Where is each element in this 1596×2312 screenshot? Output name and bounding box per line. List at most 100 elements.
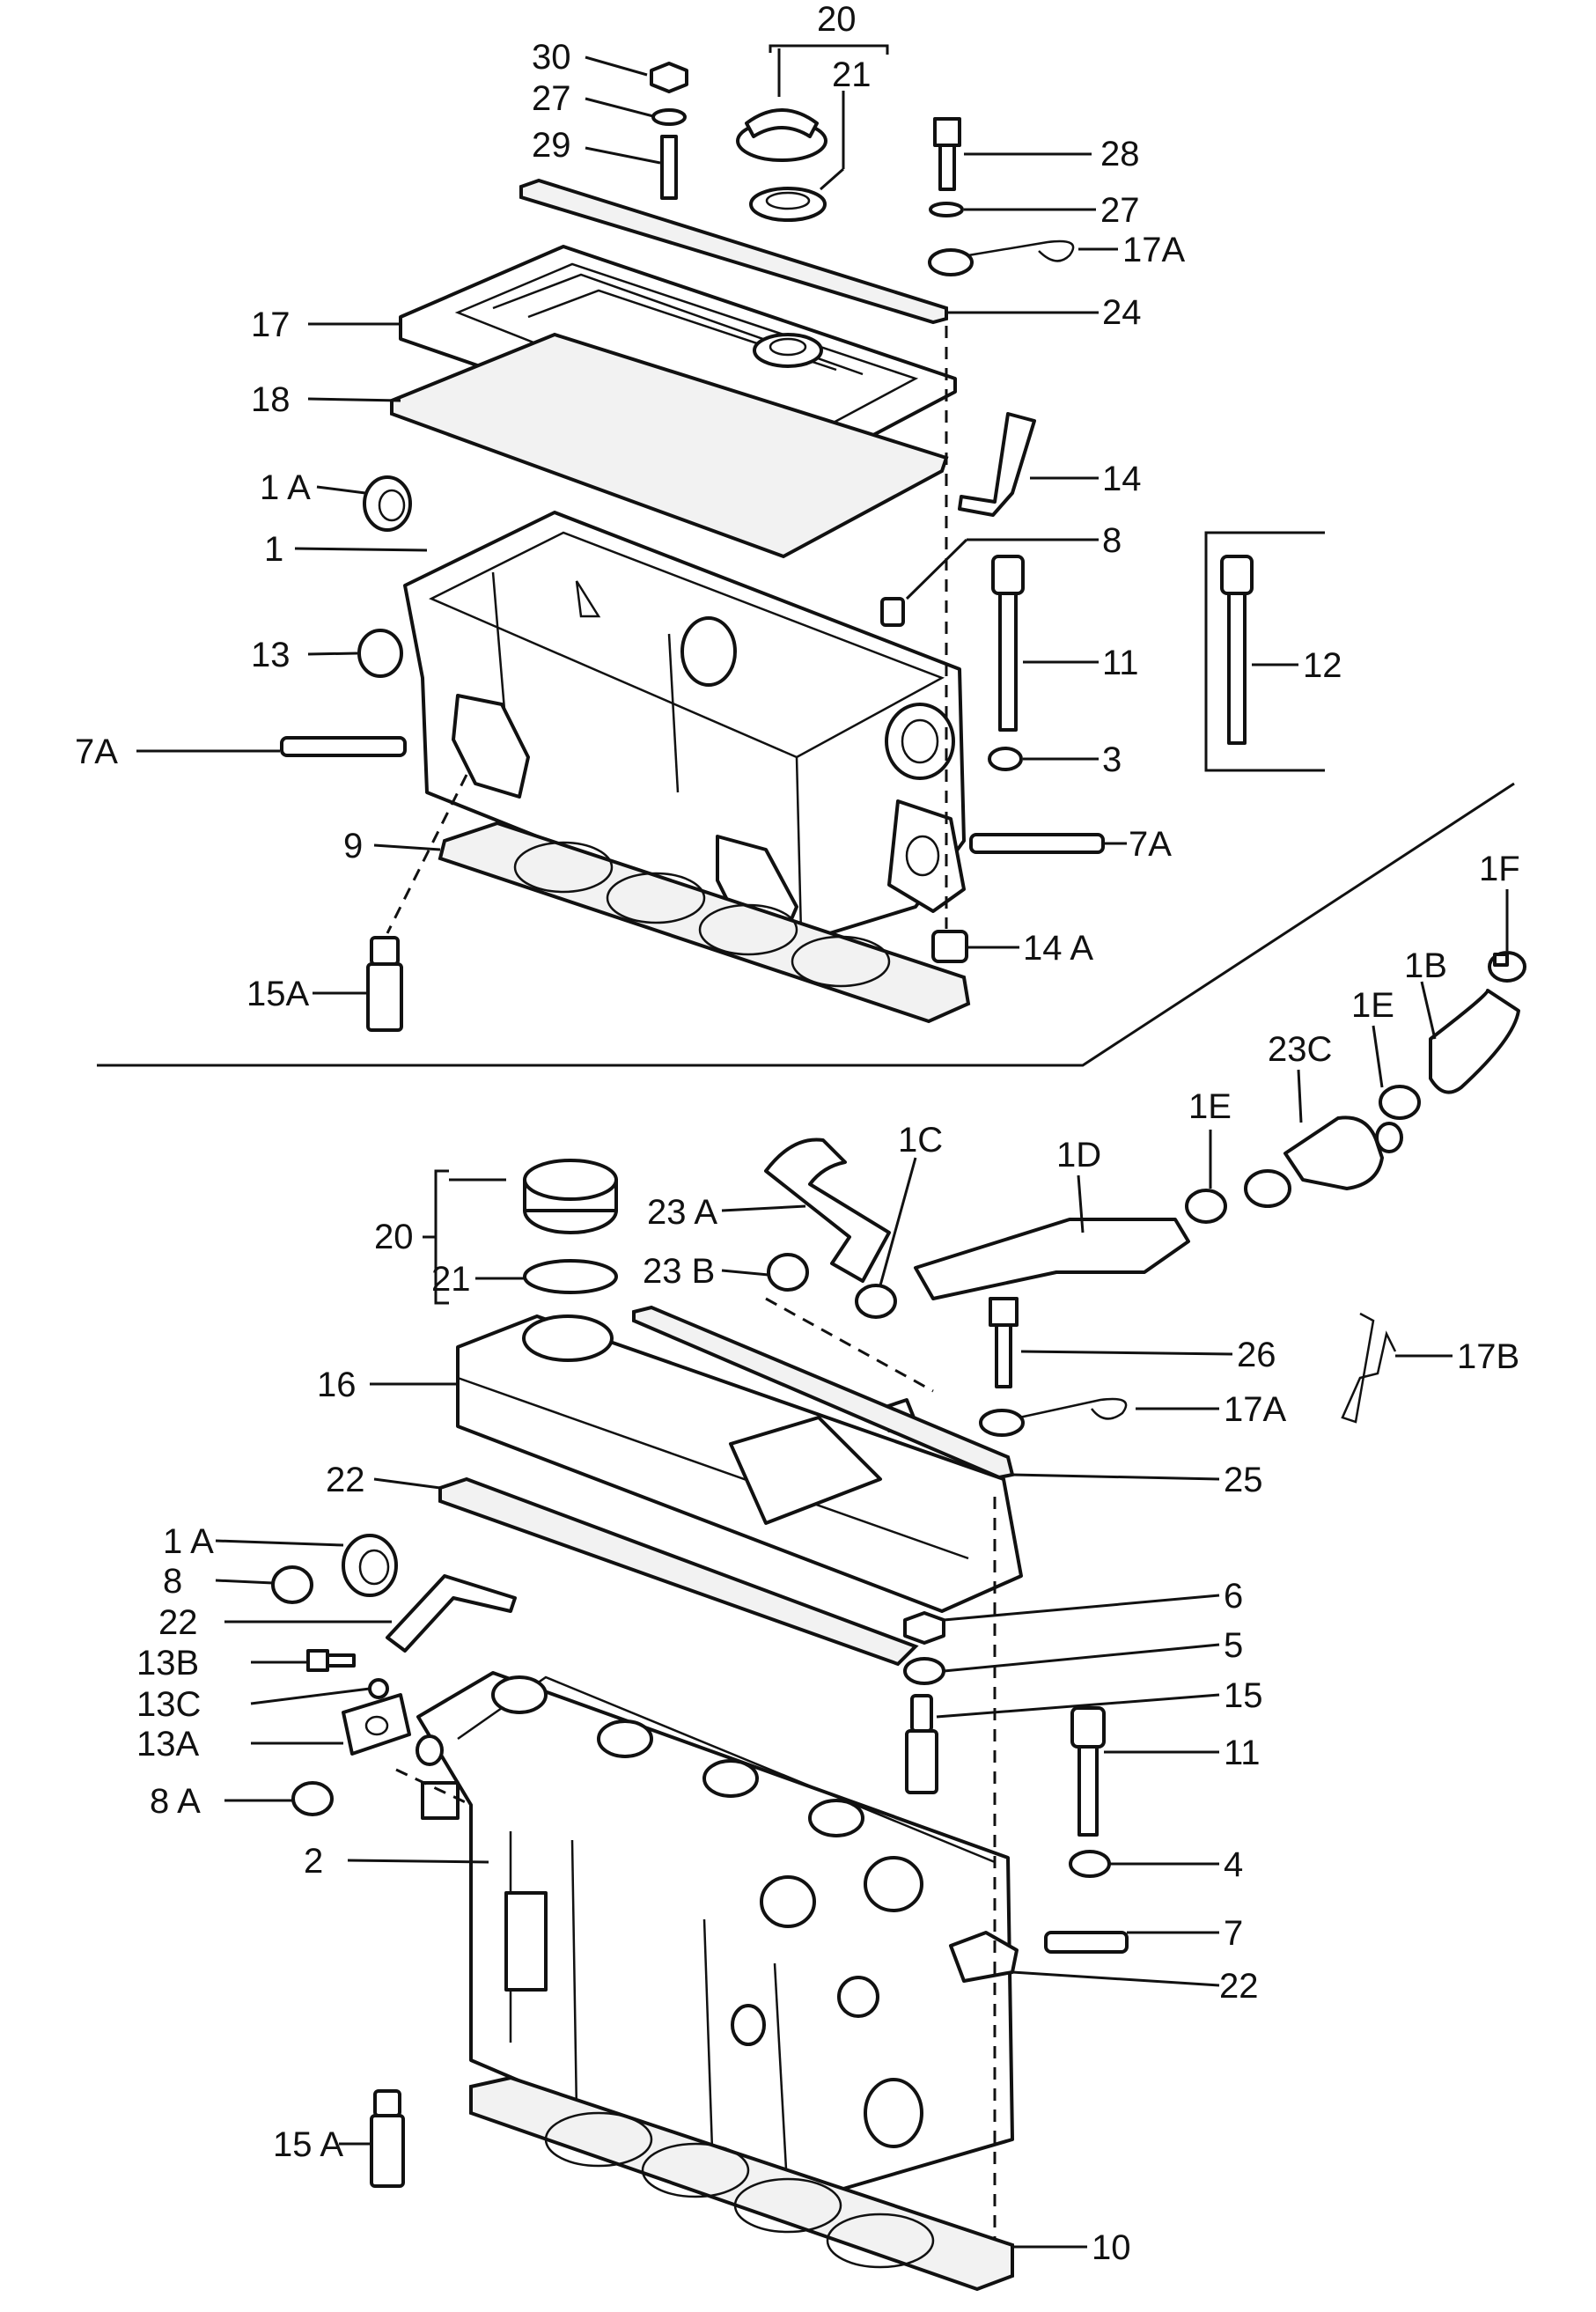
label-17B: 17B (1457, 1337, 1519, 1376)
label-23B: 23 B (643, 1252, 715, 1291)
head-gasket-10 (469, 2075, 1014, 2292)
label-7A: 7A (75, 733, 118, 771)
label-1F: 1F (1479, 850, 1520, 888)
label-7: 7 (1224, 1914, 1243, 1953)
label-9: 9 (343, 827, 363, 865)
nut-6 (903, 1611, 945, 1645)
label-20b: 20 (374, 1218, 414, 1256)
label-10: 10 (1092, 2228, 1131, 2267)
label-11: 11 (1102, 644, 1139, 682)
label-27b: 27 (1100, 191, 1140, 230)
label-22: 22 (326, 1461, 365, 1499)
bracket-14 (958, 412, 1036, 517)
label-23C: 23C (1268, 1030, 1332, 1069)
label-13C: 13C (136, 1685, 201, 1724)
bushing-14A (931, 930, 968, 963)
label-17A: 17A (1122, 231, 1185, 269)
label-12: 12 (1303, 646, 1342, 685)
dowel-8 (880, 597, 905, 627)
cap-22c (949, 1931, 1019, 1983)
gasket-strip-24 (519, 178, 948, 325)
bearing-1A-bottom (342, 1534, 398, 1597)
label-1E-b: 1E (1188, 1087, 1232, 1126)
cylinder-head-2 (416, 1671, 1014, 2203)
label-4: 4 (1224, 1845, 1243, 1884)
washer-3 (988, 747, 1023, 771)
oil-filler-cap-20 (736, 108, 827, 162)
clamp-1F (1488, 951, 1526, 983)
label-11b: 11 (1224, 1734, 1261, 1772)
clip-17B (1341, 1312, 1397, 1424)
hose-1B (1429, 989, 1520, 1094)
label-8A: 8 A (150, 1782, 201, 1821)
label-22b: 22 (158, 1603, 198, 1642)
clip-17A-bottom (979, 1397, 1128, 1437)
label-15: 15 (1224, 1676, 1263, 1715)
bearing-1A (363, 475, 412, 532)
nut-30 (650, 62, 688, 93)
label-5: 5 (1224, 1626, 1243, 1665)
head-gasket-9 (438, 821, 971, 1024)
stud-29 (660, 135, 678, 200)
gasket-22a (438, 1476, 919, 1667)
cover-plate-13A (342, 1693, 411, 1756)
washer-4 (1069, 1850, 1111, 1878)
top-assembly (280, 62, 1254, 1032)
valve-cover-16 (456, 1314, 1023, 1613)
label-3: 3 (1102, 740, 1122, 779)
label-13: 13 (251, 636, 291, 674)
label-1C: 1C (898, 1121, 943, 1160)
dowel-8A (291, 1781, 334, 1816)
part-12-frame (1204, 531, 1325, 772)
label-18: 18 (251, 380, 291, 419)
valve-guide-15A-bottom (370, 2089, 405, 2188)
plug-13 (357, 629, 403, 678)
label-27: 27 (532, 79, 571, 118)
guide-15 (905, 1694, 938, 1794)
washer-5 (903, 1657, 945, 1685)
clamp-1E-left (1185, 1189, 1227, 1224)
bolt-26 (989, 1297, 1019, 1388)
stud-7A-right (969, 833, 1105, 854)
label-30: 30 (532, 38, 571, 77)
washer-27b (929, 202, 964, 217)
valve-23C (1244, 1116, 1403, 1208)
label-6: 6 (1224, 1577, 1243, 1616)
label-16: 16 (317, 1366, 357, 1404)
label-20: 20 (817, 0, 857, 39)
stud-7 (1044, 1931, 1129, 1954)
label-13B: 13B (136, 1644, 199, 1682)
label-1D: 1D (1056, 1136, 1101, 1174)
bolt-28 (933, 117, 961, 191)
dowel-8b (271, 1565, 313, 1604)
washer-13C (368, 1678, 389, 1699)
label-8: 8 (1102, 521, 1122, 560)
clip-17A (928, 239, 1075, 276)
clamp-1C (855, 1284, 897, 1319)
leader-lines (136, 44, 1509, 2249)
head-bolt-11b (1070, 1706, 1106, 1837)
label-22c: 22 (1219, 1967, 1259, 2006)
label-17: 17 (251, 306, 291, 344)
seal-21 (749, 187, 827, 222)
label-1: 1 (264, 530, 283, 569)
label-26: 26 (1237, 1336, 1276, 1374)
label-25: 25 (1224, 1461, 1263, 1499)
label-21b: 21 (431, 1260, 471, 1299)
label-13A: 13A (136, 1725, 199, 1763)
head-bolt-12 (1220, 555, 1254, 745)
stud-7A-left (280, 736, 407, 757)
label-1A: 1 A (260, 468, 311, 507)
clamp-23B (767, 1253, 809, 1292)
bolt-13B (306, 1649, 356, 1672)
label-2: 2 (304, 1842, 323, 1881)
clamp-1E-right (1379, 1085, 1421, 1120)
washer-27 (651, 108, 687, 126)
label-1E: 1E (1351, 986, 1394, 1025)
label-15A-b: 15 A (273, 2125, 343, 2164)
hose-23A (764, 1138, 891, 1283)
oil-filler-cap-20b (523, 1159, 618, 1234)
pipe-22b (386, 1574, 517, 1653)
label-24: 24 (1102, 293, 1142, 332)
